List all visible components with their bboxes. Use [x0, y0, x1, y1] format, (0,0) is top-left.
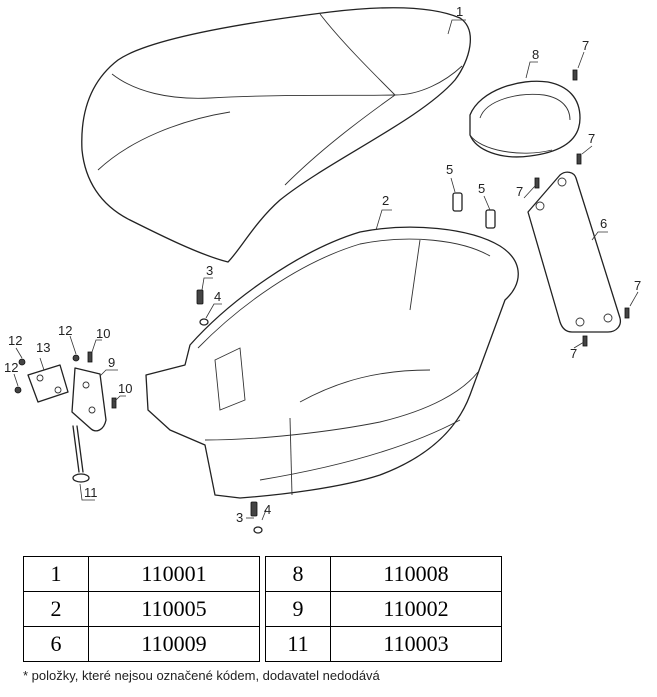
table-row: 1 110001 8 110008 — [23, 556, 502, 592]
parts-code-table: 1 110001 8 110008 2 110005 9 110002 6 11… — [23, 556, 502, 662]
callout-10-a: 10 — [96, 326, 110, 341]
washer-4-upper — [199, 318, 209, 326]
callout-12-a: 12 — [58, 323, 72, 338]
cover-lid-part — [469, 80, 581, 158]
nut-12-c — [14, 386, 22, 394]
callout-7-e: 7 — [570, 346, 577, 361]
nut-12-b — [18, 358, 26, 366]
callout-7-b: 7 — [588, 131, 595, 146]
part-number-cell: 9 — [265, 591, 331, 627]
part-code-cell: 110003 — [330, 626, 502, 662]
washer-4-lower — [253, 526, 263, 534]
screw-7-e — [582, 335, 588, 347]
part-code-cell: 110001 — [88, 556, 260, 592]
callout-7-c: 7 — [516, 184, 523, 199]
table-row: 6 110009 11 110003 — [23, 626, 502, 662]
storage-box-part — [145, 226, 519, 499]
footnote: * položky, které nejsou označené kódem, … — [23, 668, 380, 683]
callout-1: 1 — [456, 4, 463, 19]
callout-4-lower: 4 — [264, 502, 271, 517]
callout-13: 13 — [36, 340, 50, 355]
plate-part — [527, 171, 622, 333]
callout-9: 9 — [108, 355, 115, 370]
callout-3-upper: 3 — [206, 263, 213, 278]
callout-10-b: 10 — [118, 381, 132, 396]
callout-2: 2 — [382, 193, 389, 208]
callout-5-b: 5 — [478, 181, 485, 196]
callout-12-b: 12 — [8, 333, 22, 348]
part-number-cell: 11 — [265, 626, 331, 662]
callout-8: 8 — [532, 47, 539, 62]
bracket-part-13 — [27, 364, 69, 403]
callout-leaders — [13, 19, 639, 521]
bolt-3-upper — [196, 289, 204, 305]
screw-7-c — [534, 177, 540, 189]
seat-part — [81, 7, 471, 263]
screw-7-a — [572, 69, 578, 81]
long-bolt-part — [72, 425, 90, 483]
screw-10-a — [87, 351, 93, 363]
callout-11: 11 — [84, 485, 98, 500]
part-code-cell: 110008 — [330, 556, 502, 592]
bracket-part-9 — [71, 367, 107, 432]
screw-10-b — [111, 397, 117, 409]
callout-labels: 1 2 3 4 3 4 5 5 6 7 7 7 7 7 8 9 10 10 11… — [4, 4, 641, 525]
callout-4-upper: 4 — [214, 289, 221, 304]
nut-12-a — [72, 354, 80, 362]
callout-12-c: 12 — [4, 360, 18, 375]
callout-6: 6 — [600, 216, 607, 231]
part-number-cell: 2 — [23, 591, 89, 627]
callout-7-a: 7 — [582, 38, 589, 53]
exploded-parts-diagram: 1 2 3 4 3 4 5 5 6 7 7 7 7 7 8 9 10 10 11… — [4, 4, 641, 534]
screw-7-d — [624, 307, 630, 319]
bolt-3-lower — [250, 501, 258, 517]
screw-7-b — [576, 153, 582, 165]
part-code-cell: 110002 — [330, 591, 502, 627]
part-code-cell: 110009 — [88, 626, 260, 662]
callout-7-d: 7 — [634, 278, 641, 293]
part-number-cell: 8 — [265, 556, 331, 592]
part-number-cell: 6 — [23, 626, 89, 662]
table-row: 2 110005 9 110002 — [23, 591, 502, 627]
callout-5-a: 5 — [446, 162, 453, 177]
callout-3-lower: 3 — [236, 510, 243, 525]
part-number-cell: 1 — [23, 556, 89, 592]
hardware-items — [14, 69, 630, 534]
grommet-5-b — [485, 209, 496, 229]
part-code-cell: 110005 — [88, 591, 260, 627]
grommet-5-a — [452, 192, 463, 212]
